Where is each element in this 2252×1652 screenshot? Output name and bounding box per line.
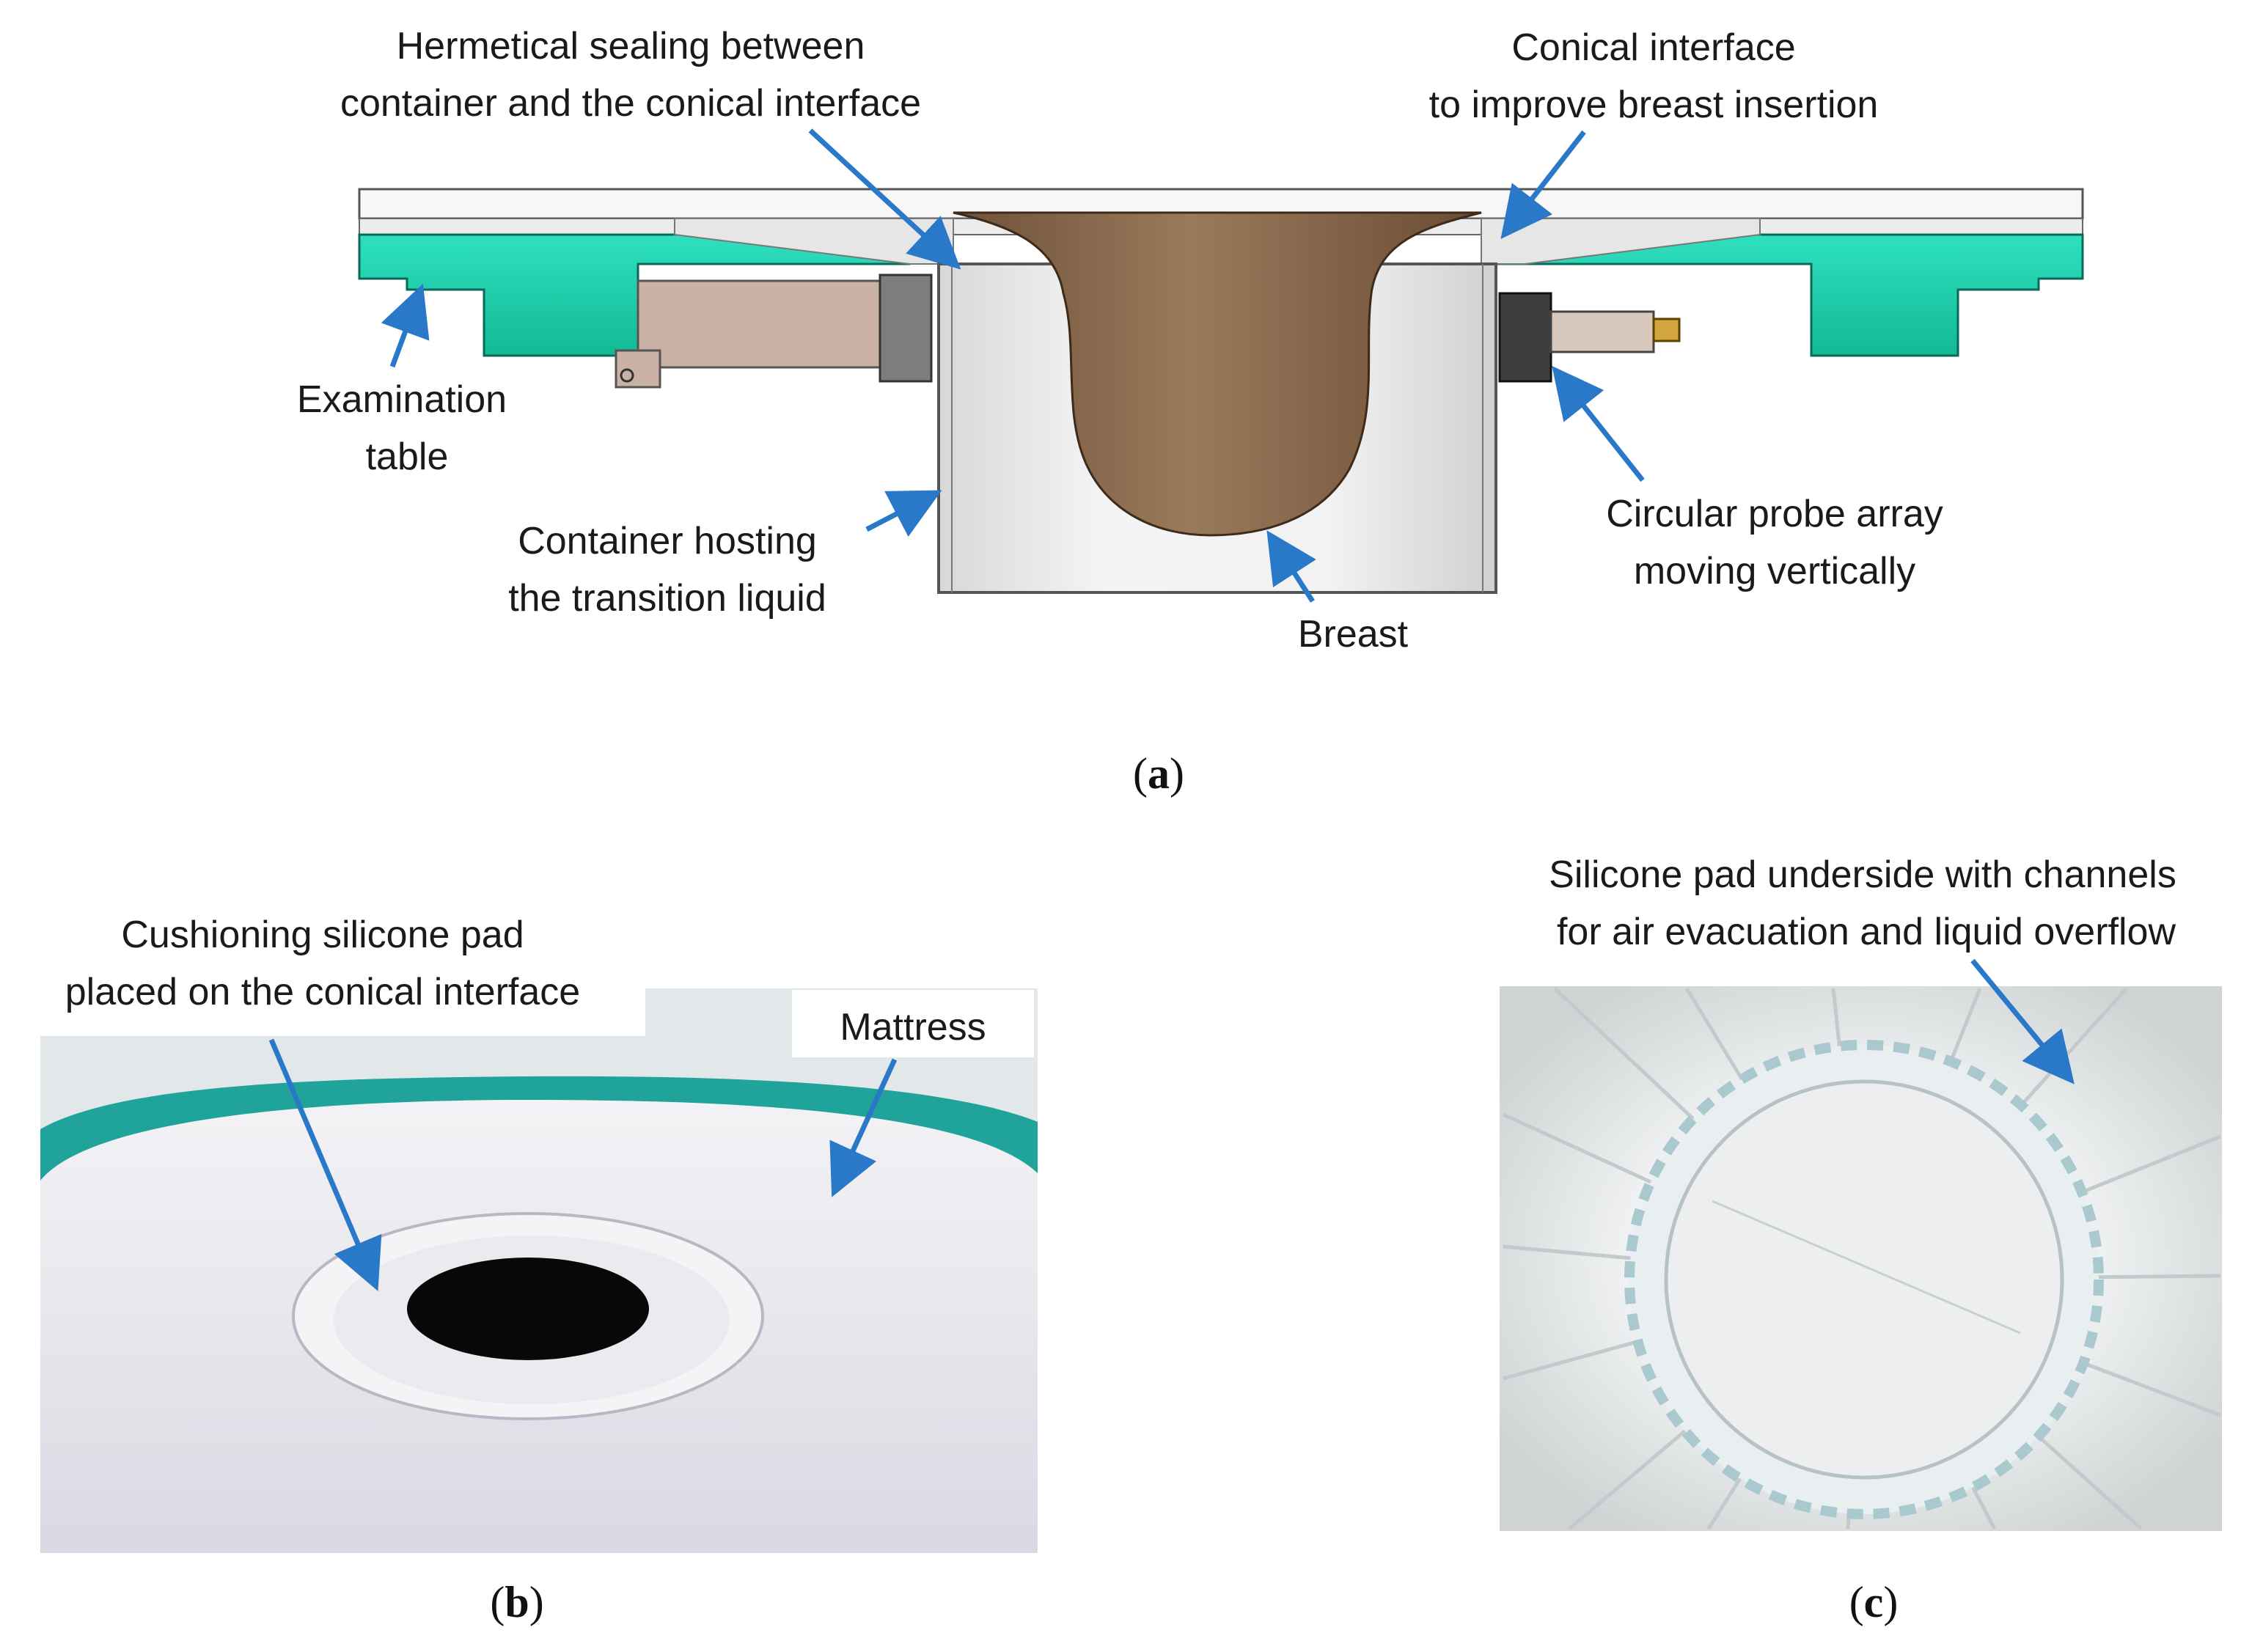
arrow-container	[865, 490, 942, 537]
probe-housing-left	[637, 279, 881, 369]
caption-a-letter: a	[1148, 749, 1170, 798]
caption-b: (b)	[490, 1578, 543, 1626]
label-box-mattress	[792, 990, 1034, 1057]
probe-housing-screw	[620, 368, 634, 383]
caption-b-letter: b	[505, 1578, 529, 1626]
label-underside-line2: for air evacuation and liquid overflow	[1557, 911, 2176, 953]
label-sealing-line2: container and the conical interface	[340, 82, 921, 125]
label-box-pad	[18, 900, 645, 1036]
caption-b-open: (	[490, 1578, 505, 1626]
panel-b: Cushioning silicone pad placed on the co…	[18, 900, 1038, 1626]
panel-c: Silicone pad underside with channels for…	[1500, 853, 2222, 1626]
caption-c-close: )	[1883, 1578, 1898, 1626]
examination-table-right	[1491, 233, 2084, 357]
label-probe-line1: Circular probe array	[1606, 493, 1943, 535]
panel-a: Hermetical sealing between container and…	[297, 25, 2084, 798]
label-container-line1: Container hosting	[518, 520, 817, 562]
probe-housing-left-clamp	[879, 274, 933, 383]
label-pad-line2: placed on the conical interface	[65, 971, 580, 1013]
probe-array-right-block	[1498, 292, 1552, 383]
label-container-line2: the transition liquid	[508, 577, 826, 620]
label-pad-line1: Cushioning silicone pad	[121, 914, 524, 956]
caption-c: (c)	[1849, 1578, 1899, 1626]
caption-c-open: (	[1849, 1578, 1864, 1626]
arrow-mattress	[829, 1058, 898, 1197]
pad-hole	[407, 1258, 649, 1360]
label-sealing-line1: Hermetical sealing between	[397, 25, 865, 67]
label-table-line1: Examination	[297, 378, 507, 421]
pad-inner-disk	[1664, 1079, 2064, 1480]
label-probe-line2: moving vertically	[1634, 550, 1915, 592]
label-table-line2: table	[366, 436, 449, 478]
arrow-breast	[1266, 530, 1316, 603]
arrow-probe	[1552, 366, 1645, 482]
arrow-conical	[1500, 130, 1586, 240]
caption-a-close: )	[1170, 749, 1184, 798]
caption-a: (a)	[1133, 749, 1184, 798]
breast	[953, 211, 1482, 537]
probe-array-right-shaft	[1549, 310, 1655, 353]
pad-seam	[1712, 1200, 2021, 1335]
label-conical-line2: to improve breast insertion	[1429, 84, 1879, 126]
label-mattress: Mattress	[840, 1006, 986, 1049]
arrow-underside	[1970, 958, 2075, 1084]
label-breast: Breast	[1298, 613, 1409, 656]
arrow-table	[381, 283, 430, 368]
label-underside-line1: Silicone pad underside with channels	[1549, 853, 2176, 896]
probe-array-right-connector	[1652, 317, 1681, 342]
arrow-pad	[268, 1038, 382, 1291]
probe-housing-left-tab	[615, 349, 661, 389]
label-conical-line1: Conical interface	[1511, 26, 1795, 69]
caption-b-close: )	[529, 1578, 544, 1626]
arrow-sealing	[808, 128, 961, 270]
caption-c-letter: c	[1864, 1578, 1884, 1626]
caption-a-open: (	[1133, 749, 1148, 798]
